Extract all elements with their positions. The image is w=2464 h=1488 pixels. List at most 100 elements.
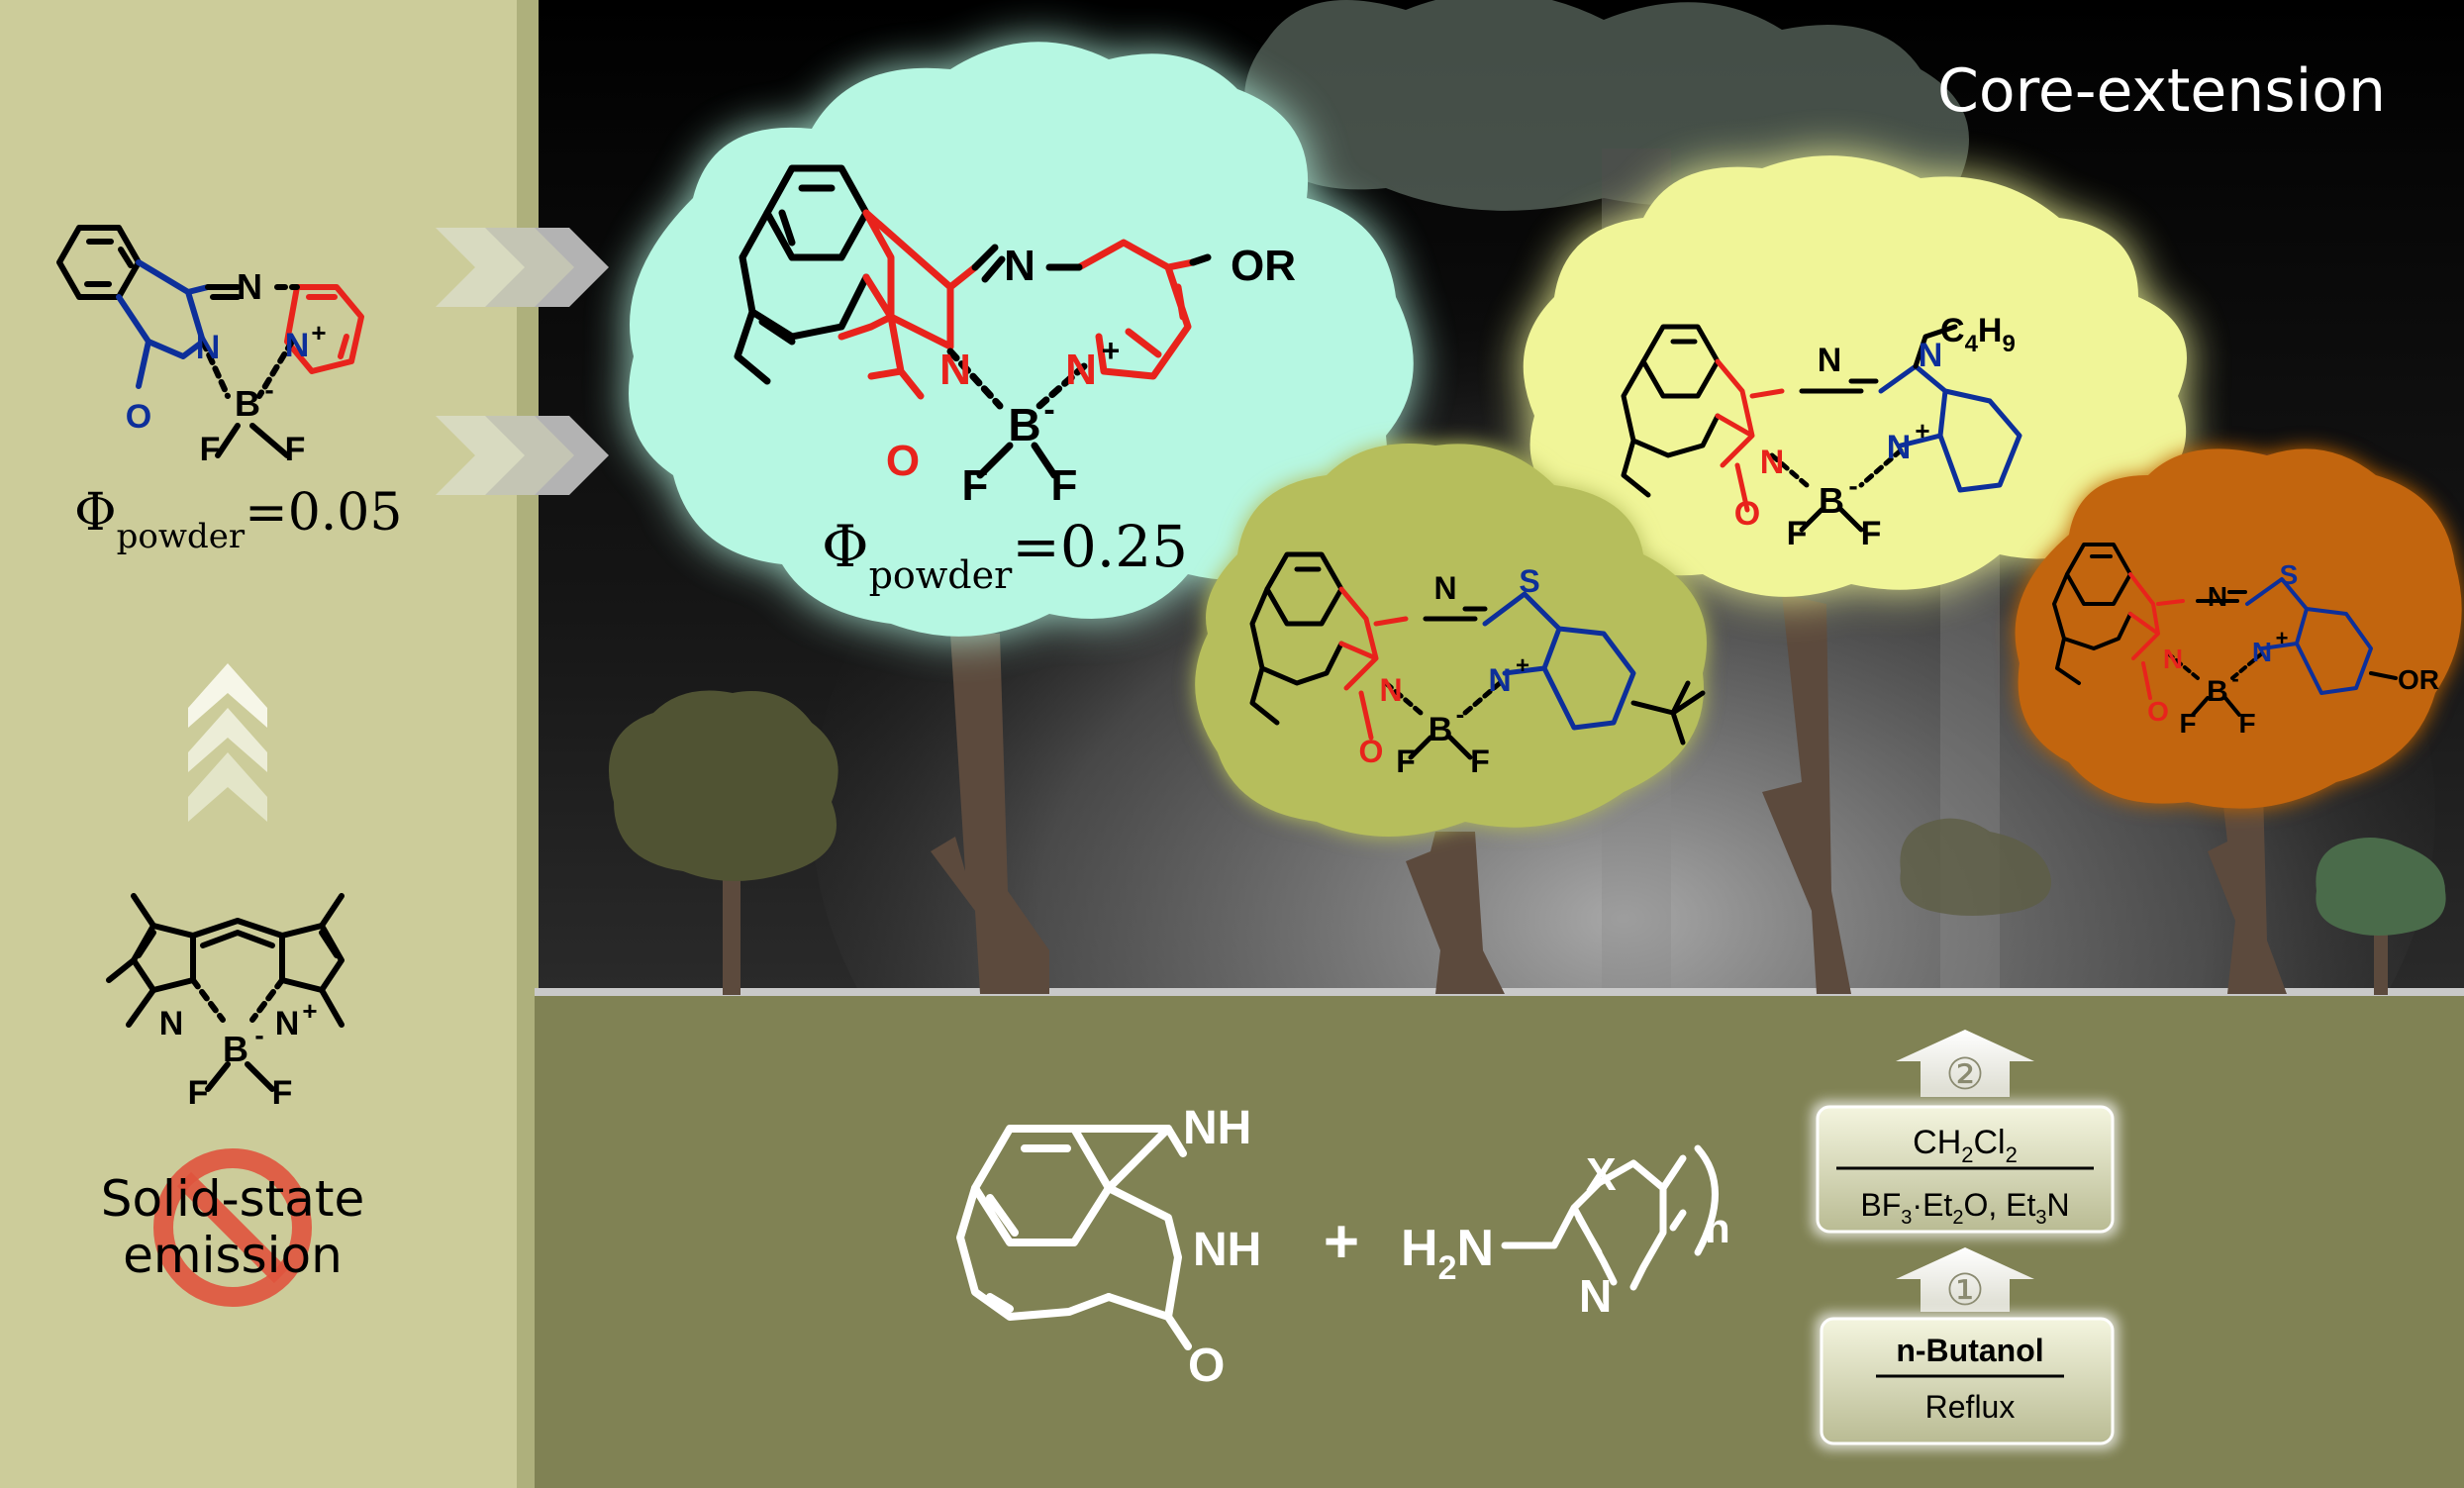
atom-f: F <box>1861 515 1882 552</box>
atom-f: F <box>1396 744 1416 779</box>
benzothiazole-tbutyl-molecule <box>1249 551 1706 760</box>
cloud-olive <box>1195 444 1707 837</box>
imine-nh: NH <box>1183 1102 1251 1154</box>
step-1-number: ① <box>1945 1265 1984 1316</box>
small-trees <box>609 690 2446 936</box>
ground <box>535 996 2464 1488</box>
benzimidazole-molecule <box>1621 324 2022 533</box>
step-1-solvent: n-Butanol <box>1896 1333 2043 1368</box>
atom-b: B <box>1819 480 1844 521</box>
bodipy-molecule <box>106 893 345 1092</box>
atom-b: B <box>235 383 260 424</box>
atom-n-plus: N <box>1887 429 1912 466</box>
atom-n-plus: N <box>285 327 310 364</box>
atom-n: N <box>237 266 262 307</box>
charge-minus: - <box>2231 666 2238 691</box>
featured-molecule <box>734 164 1212 479</box>
cloud-icon <box>2015 448 2462 809</box>
atom-n-plus: N <box>1065 346 1097 394</box>
emission-label: emission <box>123 1227 343 1284</box>
left-panel <box>0 0 535 1488</box>
atom-f: F <box>1470 744 1490 779</box>
tree-icon <box>1762 594 1851 994</box>
solid-state-label: Solid-state <box>101 1170 365 1228</box>
charge-plus: + <box>1102 333 1121 368</box>
atom-f: F <box>1787 515 1808 552</box>
tree-icon <box>1900 818 2051 916</box>
panel-divider <box>517 0 539 1488</box>
tree-icon <box>2208 752 2287 994</box>
step-2-number: ② <box>1945 1049 1984 1100</box>
charge-minus: - <box>1456 699 1465 729</box>
step-1-condition: Reflux <box>1925 1389 2016 1425</box>
cloud-icon <box>1195 444 1707 837</box>
charge-minus: - <box>1043 391 1054 429</box>
quantum-yield-start: Φpowder=0.05 <box>74 483 402 556</box>
plus-sign: + <box>1324 1208 1359 1276</box>
atom-f: F <box>285 431 306 468</box>
step-2-solvent: CH2Cl2 <box>1913 1124 2018 1167</box>
atom-f: F <box>962 461 989 510</box>
substituent-butyl: C4H9 <box>1940 312 2016 357</box>
chevron-up-icon <box>188 663 267 822</box>
title: Core-extension <box>1937 56 2386 126</box>
tree-icon <box>2316 838 2446 936</box>
atom-n-plus: N <box>1488 662 1511 698</box>
atom-s: S <box>2280 559 2299 590</box>
atom-n: N <box>1379 672 1402 708</box>
atom-f: F <box>2179 708 2196 739</box>
imide-nh: NH <box>1193 1224 1261 1276</box>
atom-n: N <box>159 1005 184 1042</box>
atom-f: F <box>188 1074 209 1112</box>
step-2-arrow: ② <box>1896 1030 2034 1100</box>
atom-f: F <box>2238 708 2255 739</box>
atom-f: F <box>200 431 221 468</box>
step-1-box: n-Butanol Reflux <box>1816 1313 2119 1449</box>
atom-f: F <box>1051 461 1078 510</box>
charge-plus: + <box>2276 626 2289 650</box>
substituent-or: OR <box>2398 664 2439 695</box>
atom-n: N <box>1433 570 1456 606</box>
atom-n: N <box>1919 337 1943 374</box>
amine-h2n: H2N <box>1401 1220 1494 1287</box>
charge-plus: + <box>1915 416 1929 446</box>
cloud-orange <box>2015 448 2462 809</box>
atom-n: N <box>196 329 221 366</box>
charge-plus: + <box>1516 652 1529 679</box>
cloud-yellow <box>1523 155 2187 597</box>
atom-n-plus: N <box>2252 637 2272 667</box>
step-2-box: CH2Cl2 BF3·Et2O, Et3N <box>1812 1101 2119 1238</box>
starting-molecule <box>56 225 364 458</box>
atom-n: N <box>1760 444 1785 481</box>
step-1-arrow: ① <box>1896 1247 2034 1316</box>
ring-size-n: n <box>1705 1205 1730 1251</box>
chevron-right-icon <box>436 228 609 307</box>
atom-n-plus: N <box>275 1005 300 1042</box>
tree-icon <box>609 690 838 881</box>
prohibited-icon <box>153 1148 312 1307</box>
reagent-naphthalimide <box>956 1125 1192 1350</box>
atom-s: S <box>1519 563 1539 599</box>
atom-b: B <box>2207 675 2228 708</box>
charge-minus: - <box>254 1020 263 1050</box>
chevron-right-icon <box>436 416 609 495</box>
atom-b: B <box>1429 711 1453 748</box>
atom-n: N <box>2163 644 2183 674</box>
atom-b: B <box>1008 399 1040 450</box>
atom-n: N <box>2208 581 2227 612</box>
atom-b: B <box>223 1029 248 1069</box>
ring-n: N <box>1579 1270 1612 1322</box>
atom-o: O <box>126 398 151 436</box>
charge-plus: + <box>302 996 317 1026</box>
reagent-aminoheterocycle <box>1501 1144 1719 1291</box>
tree-icon <box>1406 832 1505 994</box>
heteroatom-x: X <box>1586 1148 1617 1200</box>
charge-plus: + <box>311 318 326 347</box>
carbonyl-o: O <box>1188 1339 1225 1392</box>
atom-o: O <box>1359 734 1384 769</box>
substituent-or: OR <box>1231 242 1296 290</box>
atom-n: N <box>1004 242 1035 290</box>
atom-n: N <box>939 346 971 394</box>
